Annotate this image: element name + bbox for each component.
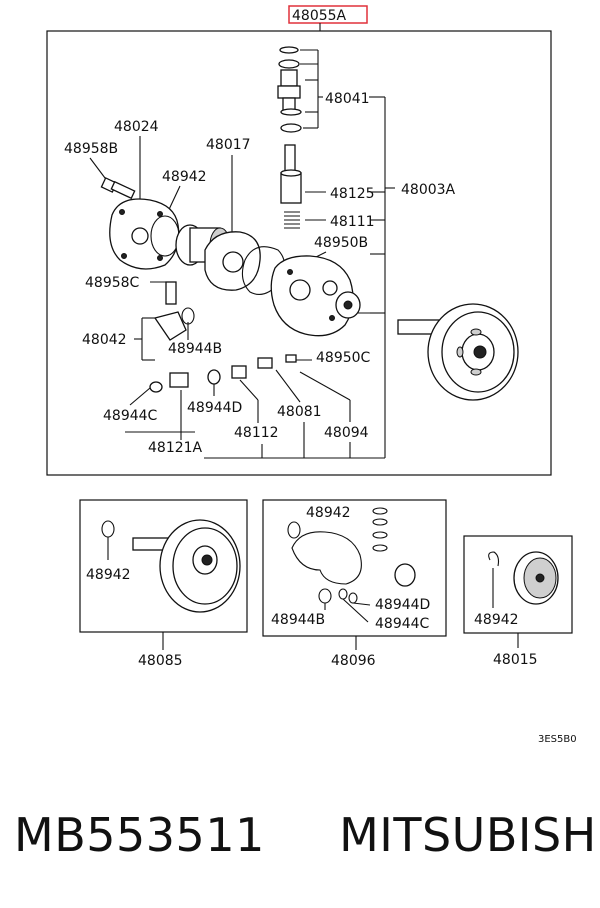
part-number: MB553511 <box>14 808 265 862</box>
main-part-highlight <box>288 5 368 24</box>
label-48958B[interactable]: 48958B <box>64 141 118 157</box>
label-box2-48944B[interactable]: 48944B <box>271 612 325 628</box>
label-box2-48944C[interactable]: 48944C <box>375 616 430 632</box>
label-48958C[interactable]: 48958C <box>85 275 140 291</box>
parts-diagram: 48055A 48041 48024 48958B 48017 48942 48… <box>46 5 577 745</box>
small-fittings <box>149 354 297 393</box>
label-48015[interactable]: 48015 <box>493 652 538 668</box>
ring-48942-box3 <box>488 551 500 567</box>
main-part-number[interactable]: 48055A <box>292 8 347 24</box>
label-48112[interactable]: 48112 <box>234 425 279 441</box>
bolt-48958B <box>100 177 136 200</box>
label-48121A[interactable]: 48121A <box>148 440 203 456</box>
label-48942-top[interactable]: 48942 <box>162 169 207 185</box>
footer: MB553511 MITSUBISHI <box>14 808 600 862</box>
elbow-fitting <box>153 281 195 341</box>
brand-name: MITSUBISHI <box>339 808 600 862</box>
label-48944C-top[interactable]: 48944C <box>103 408 158 424</box>
label-box2-48942[interactable]: 48942 <box>306 505 351 521</box>
pulley-main <box>397 303 519 401</box>
label-48950C[interactable]: 48950C <box>316 350 371 366</box>
ring-48942-box1 <box>101 520 115 538</box>
label-box1-48942[interactable]: 48942 <box>86 567 131 583</box>
pump-cartridge <box>175 224 261 291</box>
label-48041[interactable]: 48041 <box>325 91 370 107</box>
label-48024[interactable]: 48024 <box>114 119 159 135</box>
label-48081[interactable]: 48081 <box>277 404 322 420</box>
cover-plate <box>109 198 180 270</box>
pump-body <box>270 255 361 337</box>
control-valve-stack <box>277 46 302 229</box>
main-assembly-frame <box>46 30 552 476</box>
label-48085[interactable]: 48085 <box>138 653 183 669</box>
label-48017[interactable]: 48017 <box>206 137 251 153</box>
label-48125[interactable]: 48125 <box>330 186 375 202</box>
rotor-48015 <box>513 551 559 605</box>
label-48094[interactable]: 48094 <box>324 425 369 441</box>
label-48944D-top[interactable]: 48944D <box>187 400 242 416</box>
label-box2-48944D[interactable]: 48944D <box>375 597 430 613</box>
label-48042[interactable]: 48042 <box>82 332 127 348</box>
pulley-48085 <box>132 519 241 613</box>
label-box3-48942[interactable]: 48942 <box>474 612 519 628</box>
label-48096[interactable]: 48096 <box>331 653 376 669</box>
label-48950B[interactable]: 48950B <box>314 235 368 251</box>
gasket-kit <box>287 507 416 604</box>
label-48003A[interactable]: 48003A <box>401 182 456 198</box>
diagram-code: 3ES5B0 <box>538 734 577 745</box>
label-48111[interactable]: 48111 <box>330 214 375 230</box>
label-48944B-top[interactable]: 48944B <box>168 341 222 357</box>
box-48096 <box>262 499 447 637</box>
